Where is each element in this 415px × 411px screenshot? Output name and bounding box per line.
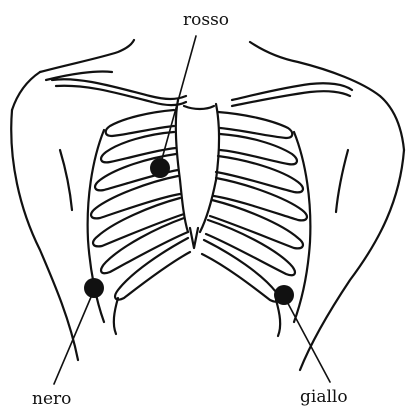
- electrode-red-dot: [150, 158, 170, 178]
- electrode-black-dot: [84, 278, 104, 298]
- clavicles: [52, 79, 352, 106]
- label-electrode-yellow: giallo: [300, 389, 348, 406]
- leader-line-black: [54, 290, 94, 384]
- torso-outline: [11, 40, 404, 370]
- leader-line-red: [160, 36, 196, 166]
- electrode-yellow-dot: [274, 285, 294, 305]
- label-electrode-black: nero: [32, 391, 71, 408]
- left-ribs: [88, 110, 190, 334]
- label-electrode-red: rosso: [183, 12, 229, 29]
- leader-line-yellow: [284, 296, 330, 382]
- sternum: [176, 100, 219, 248]
